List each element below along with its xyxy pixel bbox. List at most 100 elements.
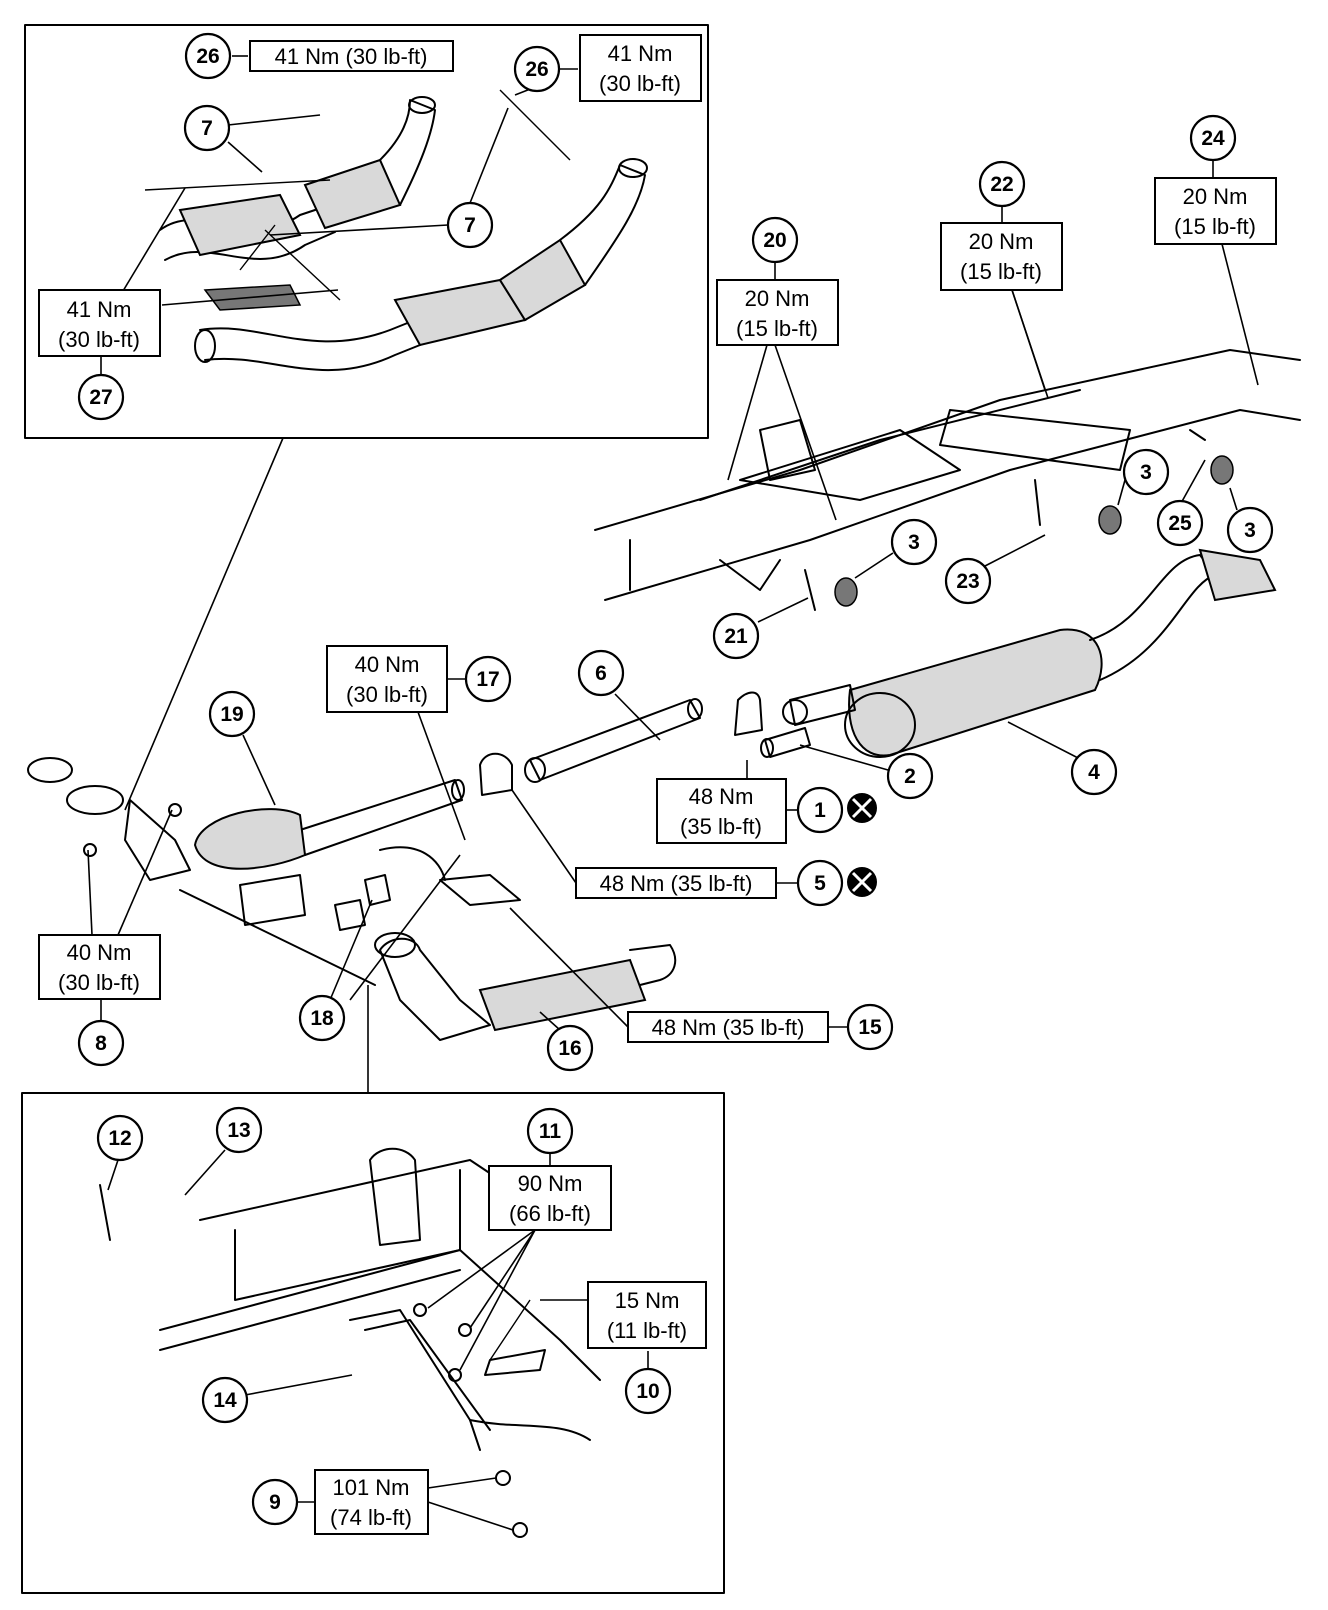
svg-text:(11 lb-ft): (11 lb-ft) — [607, 1318, 687, 1343]
callout-16: 16 — [546, 1024, 594, 1072]
hangers-and-insulators — [804, 429, 1234, 611]
torque-box-24: 20 Nm (15 lb-ft) — [1154, 177, 1277, 245]
callout-26b: 26 — [513, 45, 561, 93]
do-not-reuse-icon — [847, 867, 877, 897]
svg-text:6: 6 — [595, 662, 607, 685]
svg-text:(30 lb-ft): (30 lb-ft) — [58, 327, 140, 352]
callout-11: 11 — [526, 1107, 574, 1155]
callout-14: 14 — [201, 1376, 249, 1424]
callout-4: 4 — [1070, 748, 1118, 796]
callout-9: 9 — [251, 1478, 299, 1526]
callout-8: 8 — [77, 1019, 125, 1067]
callout-27: 27 — [77, 373, 125, 421]
svg-text:14: 14 — [213, 1389, 237, 1412]
torque-box-17: 40 Nm (30 lb-ft) — [326, 645, 448, 713]
detail-frame-bottom — [21, 1092, 725, 1594]
callout-3b: 3 — [1122, 448, 1170, 496]
callout-3a: 3 — [890, 518, 938, 566]
svg-text:11: 11 — [539, 1120, 562, 1143]
svg-text:(30 lb-ft): (30 lb-ft) — [58, 970, 140, 995]
svg-text:25: 25 — [1168, 512, 1192, 535]
svg-text:(15 lb-ft): (15 lb-ft) — [960, 259, 1042, 284]
svg-text:(15 lb-ft): (15 lb-ft) — [1174, 214, 1256, 239]
callout-21: 21 — [712, 612, 760, 660]
svg-text:22: 22 — [990, 173, 1013, 196]
callout-26a: 26 — [184, 32, 232, 80]
callout-6: 6 — [577, 649, 625, 697]
torque-box-8: 40 Nm (30 lb-ft) — [38, 934, 161, 1000]
torque-box-10: 15 Nm (11 lb-ft) — [587, 1281, 707, 1349]
intermediate-pipe-assembly — [299, 691, 811, 856]
svg-text:23: 23 — [956, 570, 979, 593]
muffler-assembly — [782, 548, 1277, 758]
y-pipe-catalytic-assembly — [144, 89, 648, 372]
callout-17: 17 — [464, 655, 512, 703]
svg-text:41 Nm: 41 Nm — [67, 297, 132, 322]
torque-box-15: 48 Nm (35 lb-ft) — [627, 1011, 829, 1043]
svg-text:(35 lb-ft): (35 lb-ft) — [680, 814, 762, 839]
svg-text:40 Nm: 40 Nm — [67, 940, 132, 965]
callout-22: 22 — [978, 160, 1026, 208]
svg-text:17: 17 — [476, 668, 499, 691]
svg-text:3: 3 — [908, 531, 920, 554]
do-not-reuse-icon — [847, 793, 877, 823]
leader-lines — [87, 55, 1259, 1531]
svg-text:7: 7 — [464, 214, 476, 237]
callout-13: 13 — [215, 1106, 263, 1154]
svg-text:(15 lb-ft): (15 lb-ft) — [736, 316, 818, 341]
torque-box-9: 101 Nm (74 lb-ft) — [314, 1469, 429, 1535]
svg-text:90 Nm: 90 Nm — [518, 1171, 583, 1196]
svg-text:21: 21 — [724, 625, 748, 648]
detail-frame-top — [24, 24, 709, 439]
callout-10: 10 — [624, 1367, 672, 1415]
svg-text:24: 24 — [1201, 127, 1225, 150]
callout-1: 1 — [796, 786, 844, 834]
callout-7b: 7 — [446, 201, 494, 249]
svg-text:48 Nm (35 lb-ft): 48 Nm (35 lb-ft) — [600, 871, 753, 896]
torque-box-27: 41 Nm (30 lb-ft) — [38, 289, 161, 357]
svg-text:26: 26 — [196, 45, 219, 68]
torque-box-20: 20 Nm (15 lb-ft) — [716, 279, 839, 346]
catalytic-converter-front — [27, 757, 307, 881]
svg-text:20: 20 — [763, 229, 786, 252]
callout-2: 2 — [886, 752, 934, 800]
callout-12: 12 — [96, 1114, 144, 1162]
svg-text:48 Nm: 48 Nm — [689, 784, 754, 809]
callout-7a: 7 — [183, 104, 231, 152]
svg-text:3: 3 — [1140, 461, 1152, 484]
svg-text:20 Nm: 20 Nm — [969, 229, 1034, 254]
svg-text:13: 13 — [227, 1119, 250, 1142]
callout-25: 25 — [1156, 499, 1204, 547]
svg-text:(30 lb-ft): (30 lb-ft) — [599, 71, 681, 96]
svg-text:20 Nm: 20 Nm — [745, 286, 810, 311]
svg-text:10: 10 — [636, 1380, 659, 1403]
callout-18: 18 — [298, 994, 346, 1042]
svg-text:7: 7 — [201, 117, 213, 140]
svg-text:16: 16 — [558, 1037, 581, 1060]
callout-20: 20 — [751, 216, 799, 264]
svg-text:40 Nm: 40 Nm — [355, 652, 420, 677]
svg-text:2: 2 — [904, 765, 916, 788]
svg-text:9: 9 — [269, 1491, 281, 1514]
callout-23: 23 — [944, 557, 992, 605]
svg-text:4: 4 — [1088, 761, 1100, 784]
svg-text:18: 18 — [310, 1007, 334, 1030]
svg-text:12: 12 — [108, 1127, 131, 1150]
svg-text:3: 3 — [1244, 519, 1256, 542]
svg-text:27: 27 — [89, 386, 112, 409]
frame-rail-assembly — [594, 349, 1301, 601]
svg-text:41 Nm: 41 Nm — [608, 41, 673, 66]
svg-text:19: 19 — [220, 703, 243, 726]
torque-box-5: 48 Nm (35 lb-ft) — [575, 867, 777, 899]
svg-text:1: 1 — [814, 799, 826, 822]
callout-19: 19 — [208, 690, 256, 738]
svg-text:26: 26 — [525, 58, 548, 81]
torque-box-22: 20 Nm (15 lb-ft) — [940, 222, 1063, 291]
svg-text:15 Nm: 15 Nm — [615, 1288, 680, 1313]
svg-text:48 Nm (35 lb-ft): 48 Nm (35 lb-ft) — [652, 1015, 805, 1040]
torque-box-26b: 41 Nm (30 lb-ft) — [579, 34, 702, 102]
catalytic-converter-rear — [179, 846, 677, 1041]
svg-text:(30 lb-ft): (30 lb-ft) — [346, 682, 428, 707]
callout-24: 24 — [1189, 114, 1237, 162]
svg-text:41 Nm (30 lb-ft): 41 Nm (30 lb-ft) — [275, 44, 428, 69]
